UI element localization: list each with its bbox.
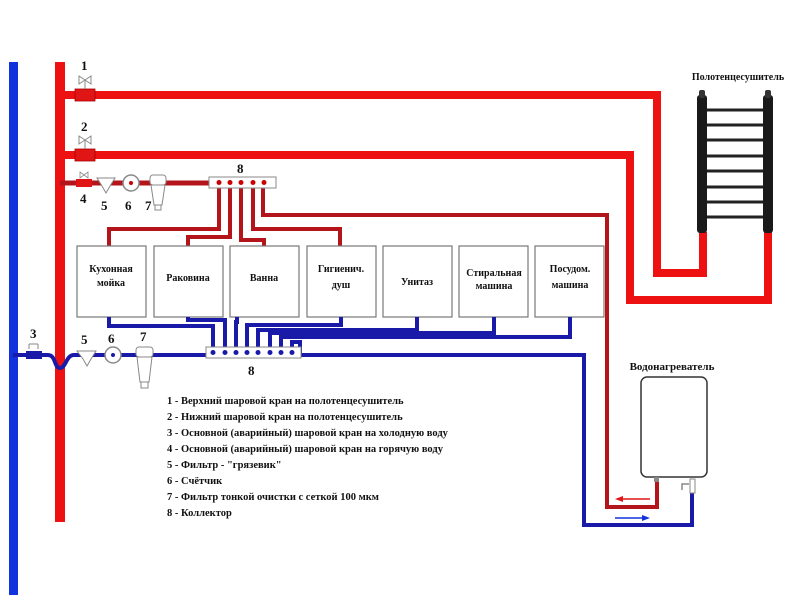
towel-rail-label: Полотенцесушитель [692, 72, 785, 83]
label-7-cold: 7 [140, 329, 147, 344]
legend-item: 4 - Основной (аварийный) шаровой кран на… [167, 444, 444, 455]
hot-flow-arrow [615, 496, 650, 502]
fixture-hygienic-shower: Гигиенич. душ [306, 245, 377, 318]
legend-item: 1 - Верхний шаровой кран на полотенцесуш… [167, 396, 404, 407]
label-7-hot: 7 [145, 198, 152, 213]
cold-riser [9, 62, 18, 595]
svg-text:машина: машина [552, 280, 589, 291]
label-6-cold: 6 [108, 331, 115, 346]
svg-text:Гигиенич.: Гигиенич. [318, 264, 365, 275]
label-2: 2 [81, 119, 88, 134]
hot-water-meter-6 [122, 174, 140, 192]
legend-item: 2 - Нижний шаровой кран на полотенцесуши… [167, 412, 403, 423]
label-6-hot: 6 [125, 198, 132, 213]
svg-text:Стиральная: Стиральная [466, 268, 522, 279]
hot-mud-filter-5 [96, 177, 116, 195]
label-5-cold: 5 [81, 332, 88, 347]
cold-flow-arrow [615, 515, 650, 521]
svg-text:машина: машина [476, 281, 513, 292]
cold-water-meter-6 [104, 346, 122, 364]
label-8-hot: 8 [237, 161, 244, 176]
label-8-cold: 8 [248, 363, 255, 378]
label-3: 3 [30, 326, 37, 341]
water-heater [640, 376, 708, 494]
legend-item: 5 - Фильтр - "грязевик" [167, 460, 282, 471]
hot-riser [55, 62, 65, 522]
label-1: 1 [81, 58, 88, 73]
cold-mud-filter-5 [76, 350, 97, 368]
hot-branches [107, 186, 659, 509]
hot-main-valve-4[interactable] [76, 171, 92, 187]
fixture-bathtub: Ванна [229, 245, 300, 318]
towel-rail [697, 90, 773, 233]
svg-text:Раковина: Раковина [166, 273, 209, 284]
legend-item: 7 - Фильтр тонкой очистки с сеткой 100 м… [167, 492, 379, 503]
svg-text:Кухонная: Кухонная [89, 264, 133, 275]
svg-text:Унитаз: Унитаз [401, 277, 433, 288]
cold-collector-8 [205, 346, 302, 359]
fixture-dishwasher: Посудом. машина [534, 245, 605, 318]
fixture-toilet: Унитаз [382, 245, 453, 318]
cold-branches [107, 317, 694, 527]
cold-fine-filter-7 [135, 346, 154, 389]
svg-text:Посудом.: Посудом. [550, 264, 591, 275]
fixture-kitchen-sink: Кухонная мойка [76, 245, 147, 318]
hot-collector-8 [208, 176, 277, 189]
hot-fine-filter-7 [149, 174, 167, 211]
legend: 1 - Верхний шаровой кран на полотенцесуш… [167, 396, 449, 519]
label-4: 4 [80, 191, 87, 206]
legend-item: 6 - Счётчик [167, 476, 223, 487]
legend-item: 8 - Коллектор [167, 508, 232, 519]
towel-rail-supply-lower [60, 151, 772, 304]
svg-text:душ: душ [332, 280, 351, 291]
fixture-washing-machine: Стиральная машина [458, 245, 529, 318]
cold-supply-line [13, 353, 210, 371]
fixture-washbasin: Раковина [153, 245, 224, 318]
svg-text:мойка: мойка [97, 278, 125, 289]
svg-text:Ванна: Ванна [250, 273, 278, 284]
towel-rail-supply-upper [60, 91, 707, 277]
label-5-hot: 5 [101, 198, 108, 213]
ball-valve-1[interactable] [74, 75, 96, 102]
legend-item: 3 - Основной (аварийный) шаровой кран на… [167, 428, 449, 439]
ball-valve-2[interactable] [74, 135, 96, 162]
cold-main-valve-3[interactable] [26, 343, 42, 359]
water-heater-label: Водонагреватель [630, 361, 715, 373]
